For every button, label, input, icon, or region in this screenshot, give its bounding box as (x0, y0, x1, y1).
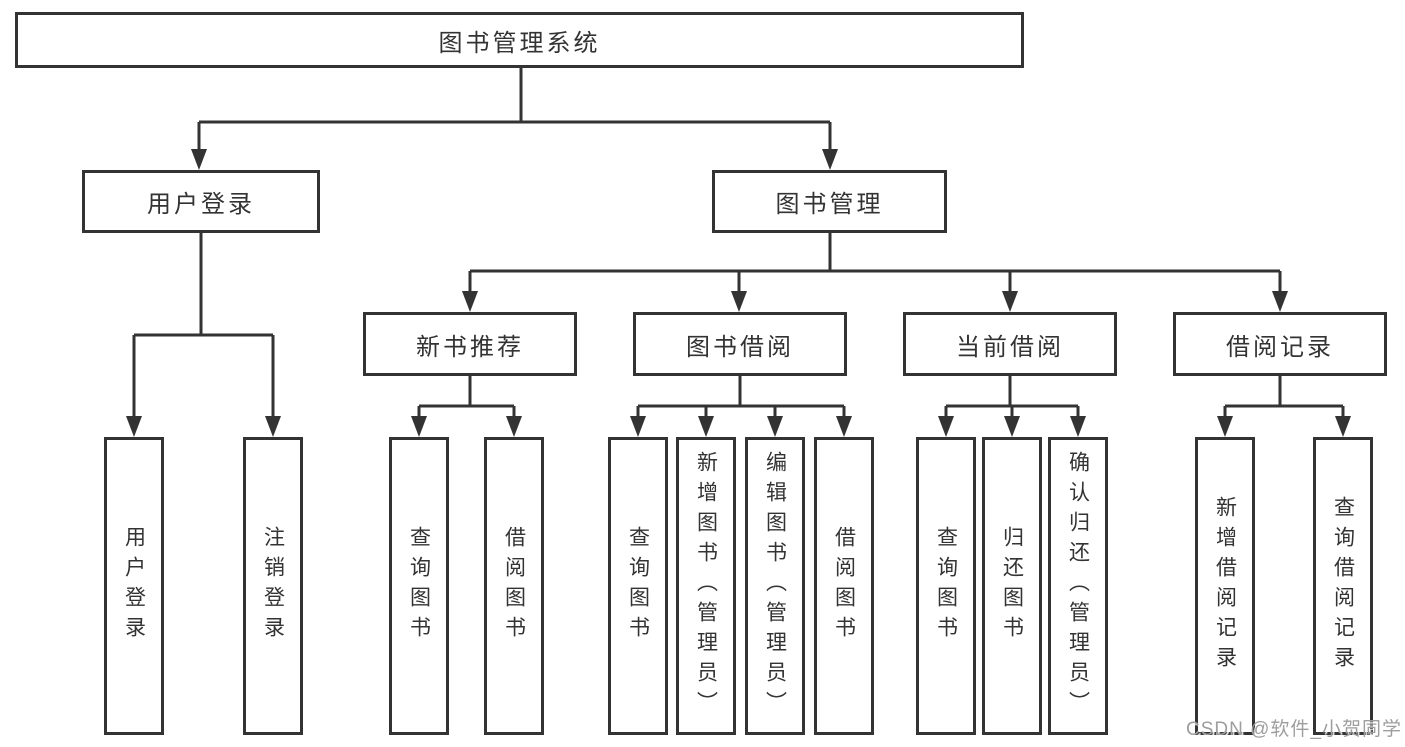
node-label: 借阅图书 (832, 526, 856, 646)
node-label: 确认归还（管理员） (1066, 451, 1090, 721)
node-label: 查询借阅记录 (1331, 496, 1355, 676)
connector-user-login-branch (132, 233, 275, 419)
node-confirm-return-admin: 确认归还（管理员） (1048, 437, 1108, 735)
csdn-watermark: CSDN @软件_小贺同学 (1186, 719, 1402, 740)
node-label: 图书借阅 (686, 333, 794, 361)
node-label: 图书管理 (775, 191, 884, 218)
node-borrow-books-recommend: 借阅图书 (484, 437, 544, 735)
node-label: 查询图书 (934, 526, 958, 646)
arrowheads-user-login (126, 416, 281, 437)
node-label: 注销登录 (261, 526, 285, 646)
node-borrowing-records: 借阅记录 (1173, 312, 1387, 376)
node-label: 图书管理系统 (438, 29, 601, 57)
node-book-borrowing: 图书借阅 (633, 312, 847, 376)
node-label: 归还图书 (1000, 526, 1024, 646)
connector-recommend-branch (417, 376, 516, 419)
connector-borrow-branch (636, 376, 846, 419)
node-label: 用户登录 (147, 191, 255, 218)
node-edit-books-admin: 编辑图书（管理员） (745, 437, 805, 735)
node-user-login-leaf: 用户登录 (104, 437, 164, 735)
node-new-book-recommendation: 新书推荐 (363, 312, 577, 376)
node-label: 新书推荐 (416, 333, 524, 361)
node-label: 用户登录 (122, 526, 146, 646)
arrowheads-level2 (462, 291, 1288, 312)
node-label: 借阅图书 (502, 526, 526, 646)
node-query-books-borrow: 查询图书 (608, 437, 668, 735)
node-label: 查询图书 (407, 526, 431, 646)
connector-book-management-branch (468, 233, 1282, 294)
connector-records-branch (1223, 376, 1345, 419)
node-query-borrow-record: 查询借阅记录 (1313, 437, 1373, 735)
node-label: 新增借阅记录 (1213, 496, 1237, 676)
node-add-books-admin: 新增图书（管理员） (676, 437, 736, 735)
node-add-borrow-record: 新增借阅记录 (1195, 437, 1255, 735)
node-label: 查询图书 (626, 526, 650, 646)
connector-root-to-level1 (197, 68, 832, 152)
node-user-login: 用户登录 (82, 170, 320, 233)
node-label: 当前借阅 (956, 333, 1064, 361)
node-borrow-books: 借阅图书 (814, 437, 874, 735)
arrowheads-level3 (411, 416, 1351, 437)
node-library-management-system: 图书管理系统 (15, 12, 1024, 68)
node-query-books-recommend: 查询图书 (389, 437, 449, 735)
node-current-borrowing: 当前借阅 (903, 312, 1117, 376)
node-return-books: 归还图书 (982, 437, 1042, 735)
connector-current-branch (944, 376, 1080, 419)
node-label: 新增图书（管理员） (694, 451, 718, 721)
node-logout: 注销登录 (243, 437, 303, 735)
node-label: 编辑图书（管理员） (763, 451, 787, 721)
node-query-books-current: 查询图书 (916, 437, 976, 735)
node-book-management: 图书管理 (712, 170, 947, 233)
arrowheads-level1 (191, 149, 838, 170)
node-label: 借阅记录 (1226, 333, 1334, 361)
